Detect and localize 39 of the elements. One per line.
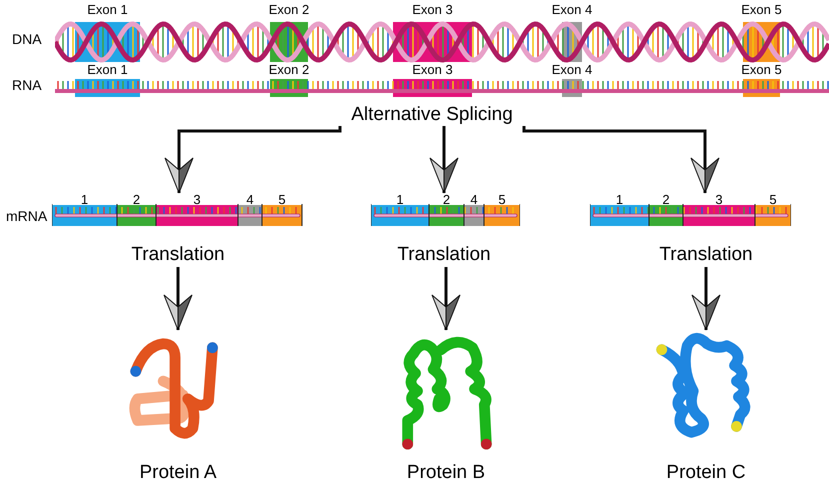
segment-number: 4: [470, 193, 478, 206]
segment-number: 2: [132, 193, 140, 206]
exon-label: Exon 2: [268, 2, 310, 17]
process-label: Translation: [646, 243, 766, 267]
exon-label: Exon 1: [87, 2, 128, 17]
segment-number: 1: [396, 193, 404, 206]
segment-number: 3: [193, 193, 201, 206]
segment-number: 2: [442, 193, 450, 206]
exon-label: Exon 5: [741, 62, 782, 77]
segment-number: 5: [769, 193, 777, 206]
segment-number: 3: [715, 193, 723, 206]
segment-number: 5: [278, 193, 286, 206]
segment-number: 1: [80, 193, 88, 206]
arrow: [432, 267, 460, 330]
exon-label: Exon 1: [87, 62, 128, 77]
segment-number: 5: [498, 193, 506, 206]
segment-number: 4: [246, 193, 254, 206]
arrow: [692, 267, 720, 330]
exon-label: Exon 3: [412, 62, 453, 77]
process-label: Translation: [384, 243, 504, 267]
exon-label: Exon 2: [268, 62, 310, 77]
molecule-label: mRNA: [6, 209, 48, 223]
process-label: Translation: [118, 243, 238, 267]
segment-number: 1: [616, 193, 624, 206]
molecule-label: RNA: [12, 78, 42, 92]
segment-number: 2: [662, 193, 670, 206]
arrow: [164, 267, 192, 330]
protein-label: Protein A: [139, 462, 217, 484]
exon-label: Exon 5: [741, 2, 782, 17]
protein-label: Protein B: [406, 462, 486, 484]
arrow: [164, 126, 342, 194]
exon-label: Exon 4: [552, 62, 592, 77]
exon-label: Exon 4: [552, 2, 592, 17]
process-heading: Alternative Splicing: [340, 103, 524, 126]
arrow: [430, 126, 458, 194]
protein-label: Protein C: [666, 462, 746, 484]
arrow: [522, 126, 720, 194]
molecule-label: DNA: [12, 32, 42, 46]
exon-label: Exon 3: [412, 2, 453, 17]
